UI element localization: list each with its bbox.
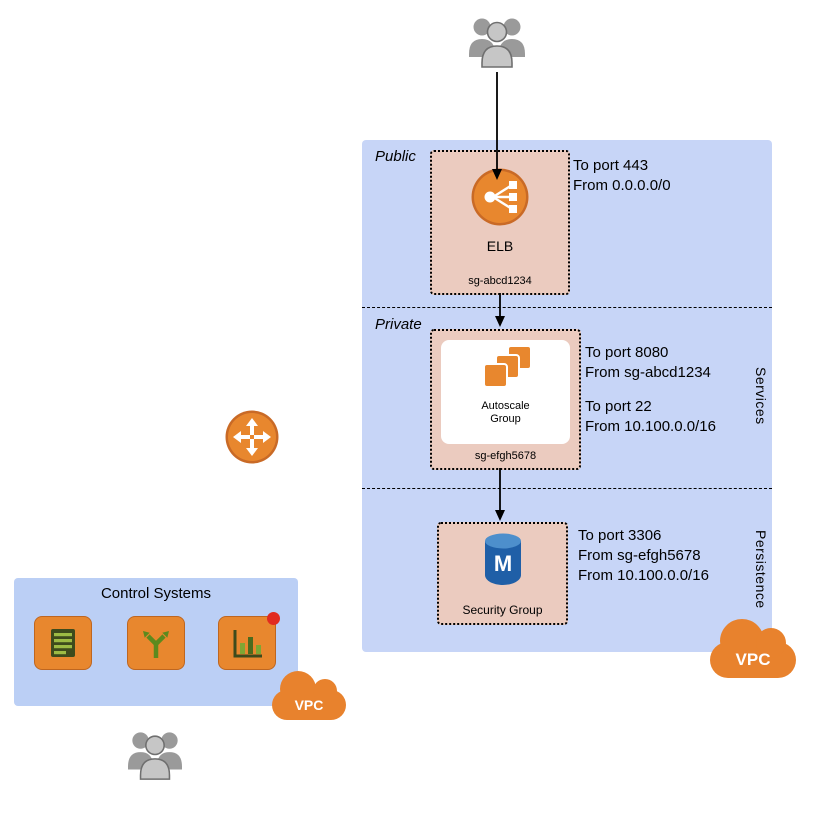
rule-gap xyxy=(585,383,716,397)
config-list-icon xyxy=(34,616,92,670)
autoscale-security-group-box: Autoscale Group sg-efgh5678 xyxy=(430,329,581,470)
elb-security-group-box: ELB sg-abcd1234 xyxy=(430,150,570,295)
rule-line: From 10.100.0.0/16 xyxy=(578,567,709,584)
vpc-badge-label: VPC xyxy=(294,697,324,713)
autoscale-ingress-rules: To port 8080 From sg-abcd1234 To port 22… xyxy=(585,343,716,437)
db-security-group-label: Security Group xyxy=(462,603,543,617)
alarm-dot xyxy=(267,612,280,625)
cloud-bump xyxy=(313,679,337,703)
vpc-badge-label: VPC xyxy=(735,650,771,669)
rule-line: To port 8080 xyxy=(585,344,669,361)
control-systems-box: Control Systems xyxy=(14,578,298,706)
rule-line: To port 22 xyxy=(585,398,652,415)
db-ingress-rules: To port 3306 From sg-efgh5678 From 10.10… xyxy=(578,526,709,586)
deployment-pipeline-icon xyxy=(127,616,185,670)
control-vpc-cloud-badge: VPC xyxy=(272,671,346,720)
elb-label: ELB xyxy=(486,238,514,254)
mysql-database-icon: M xyxy=(439,532,566,586)
private-zone-label: Private xyxy=(375,316,422,333)
public-private-divider xyxy=(362,307,772,308)
rule-line: From 0.0.0.0/0 xyxy=(573,177,671,194)
vpc-cloud-badge: VPC xyxy=(710,619,796,678)
autoscale-group-card: Autoscale Group xyxy=(441,340,570,444)
control-systems-title: Control Systems xyxy=(100,585,212,602)
services-tier-label: Services xyxy=(753,367,769,425)
rule-line: From sg-efgh5678 xyxy=(578,547,701,564)
operators-users-icon xyxy=(125,728,185,787)
elb-sg-id: sg-abcd1234 xyxy=(468,275,532,287)
persistence-tier-label: Persistence xyxy=(753,530,769,609)
autoscale-instances-icon xyxy=(468,344,544,399)
monitoring-chart-icon xyxy=(218,612,280,670)
autoscale-group-label: Autoscale Group xyxy=(481,400,530,425)
public-zone-label: Public xyxy=(375,148,416,165)
vpc-router-icon xyxy=(225,410,279,469)
autoscale-sg-id: sg-efgh5678 xyxy=(474,450,537,462)
rule-line: From 10.100.0.0/16 xyxy=(585,418,716,435)
db-security-group-box: M Security Group xyxy=(437,522,568,625)
private-persistence-divider xyxy=(362,488,772,489)
elb-icon xyxy=(432,168,568,226)
rule-line: From sg-abcd1234 xyxy=(585,364,711,381)
rule-line: To port 3306 xyxy=(578,527,662,544)
cloud-bump xyxy=(756,628,786,658)
elb-ingress-rules: To port 443 From 0.0.0.0/0 xyxy=(573,156,671,196)
cloud-bump xyxy=(280,671,316,707)
db-icon-letter: M xyxy=(493,551,511,576)
internet-users-icon xyxy=(466,14,528,75)
rule-line: To port 443 xyxy=(573,157,649,174)
